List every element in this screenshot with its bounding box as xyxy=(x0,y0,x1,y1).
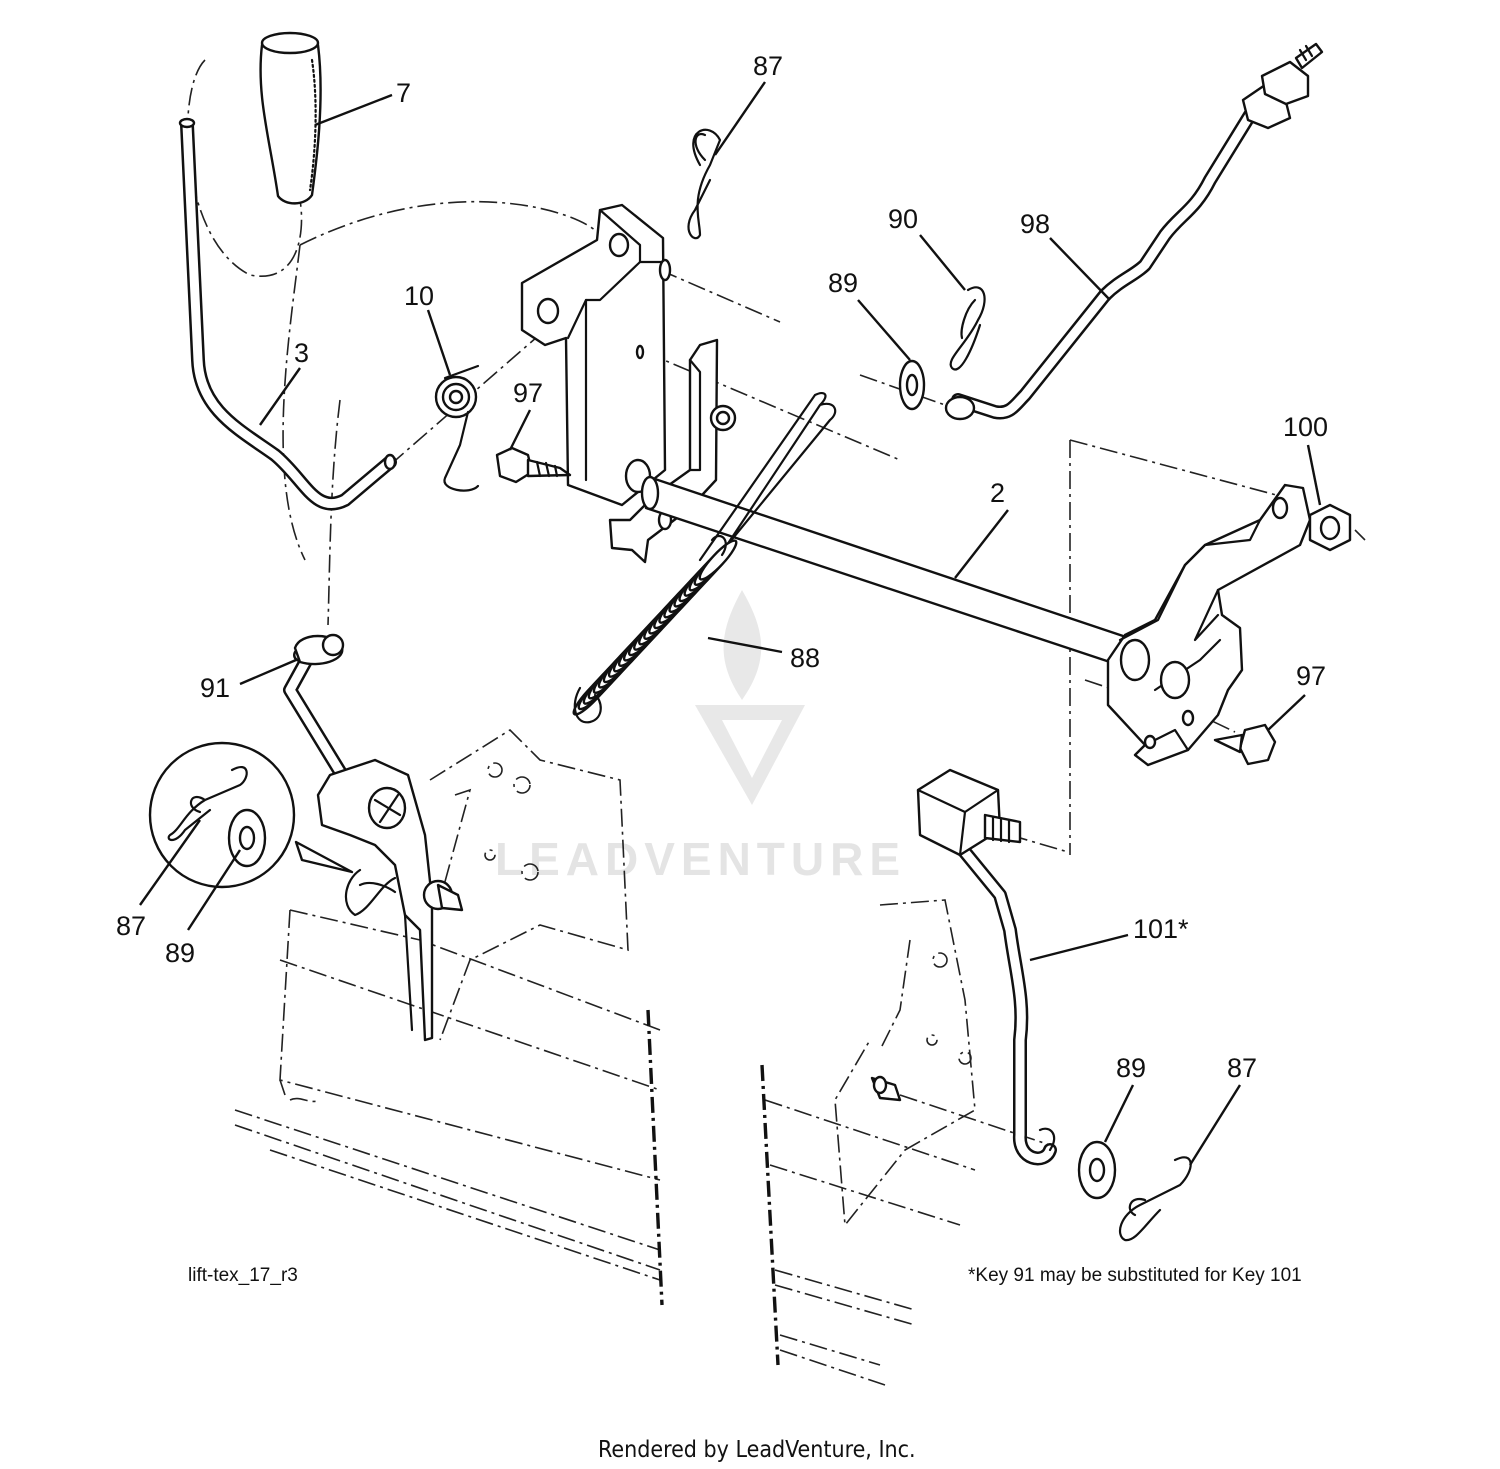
torsion-spring-part-10 xyxy=(434,364,480,492)
lift-lever-part-3 xyxy=(178,117,397,511)
callout-89-upper: 89 xyxy=(828,268,858,298)
callout-89-detail: 89 xyxy=(165,938,195,968)
nut-part-100 xyxy=(1308,503,1352,552)
extension-spring-part-88 xyxy=(572,534,738,724)
detail-magnifier xyxy=(148,741,354,889)
callout-91: 91 xyxy=(200,673,230,703)
lift-link-part-101 xyxy=(916,768,1057,1166)
callout-97-lower: 97 xyxy=(1296,661,1326,691)
bolt-part-97-lower xyxy=(1213,723,1277,766)
washer-part-89-upper xyxy=(898,359,926,411)
callout-87-detail: 87 xyxy=(116,911,146,941)
lift-arm-right xyxy=(1106,483,1312,767)
callout-3: 3 xyxy=(294,338,309,368)
callout-101: 101* xyxy=(1133,914,1189,944)
callout-97-upper: 97 xyxy=(513,378,543,408)
callout-98: 98 xyxy=(1020,209,1050,239)
break-line-right xyxy=(760,1064,780,1366)
callout-87-lower: 87 xyxy=(1227,1053,1257,1083)
diagram-code: lift-tex_17_r3 xyxy=(188,1265,298,1286)
substitution-footnote: *Key 91 may be substituted for Key 101 xyxy=(968,1265,1302,1286)
phantom-lines xyxy=(186,59,1366,1386)
adjuster-rod-part-98 xyxy=(944,42,1324,421)
watermark-logo xyxy=(695,590,805,805)
callout-88: 88 xyxy=(790,643,820,673)
hairpin-clip-lower-left xyxy=(344,868,397,917)
callout-2: 2 xyxy=(990,478,1005,508)
leader-lines xyxy=(139,81,1322,1166)
callout-10: 10 xyxy=(404,281,434,311)
callout-89-lower: 89 xyxy=(1116,1053,1146,1083)
callout-7: 7 xyxy=(396,78,411,108)
spring-end-hook xyxy=(710,534,727,557)
spring-hook-wire xyxy=(698,391,837,562)
hairpin-clip-part-87-lower xyxy=(1118,1156,1192,1242)
hairpin-clip-part-87-upper xyxy=(687,128,722,240)
lower-left-lift-bracket xyxy=(316,758,464,1042)
spring-end-hook xyxy=(573,686,602,724)
washer-part-89-lower xyxy=(1077,1140,1117,1200)
callout-100: 100 xyxy=(1283,412,1328,442)
break-line-left xyxy=(646,1009,664,1306)
spring-coil xyxy=(698,539,738,581)
callout-87-upper: 87 xyxy=(753,51,783,81)
watermark-text: LEADVENTURE xyxy=(495,833,906,885)
pivot-pin-right-plate xyxy=(870,1075,902,1102)
pivot-bracket xyxy=(520,203,672,507)
footer-credit: Rendered by LeadVenture, Inc. xyxy=(598,1437,916,1463)
grip-part-7 xyxy=(259,31,322,205)
hairpin-clip-part-90 xyxy=(949,286,986,371)
callout-90: 90 xyxy=(888,204,918,234)
bolt-part-97-upper xyxy=(495,446,572,484)
